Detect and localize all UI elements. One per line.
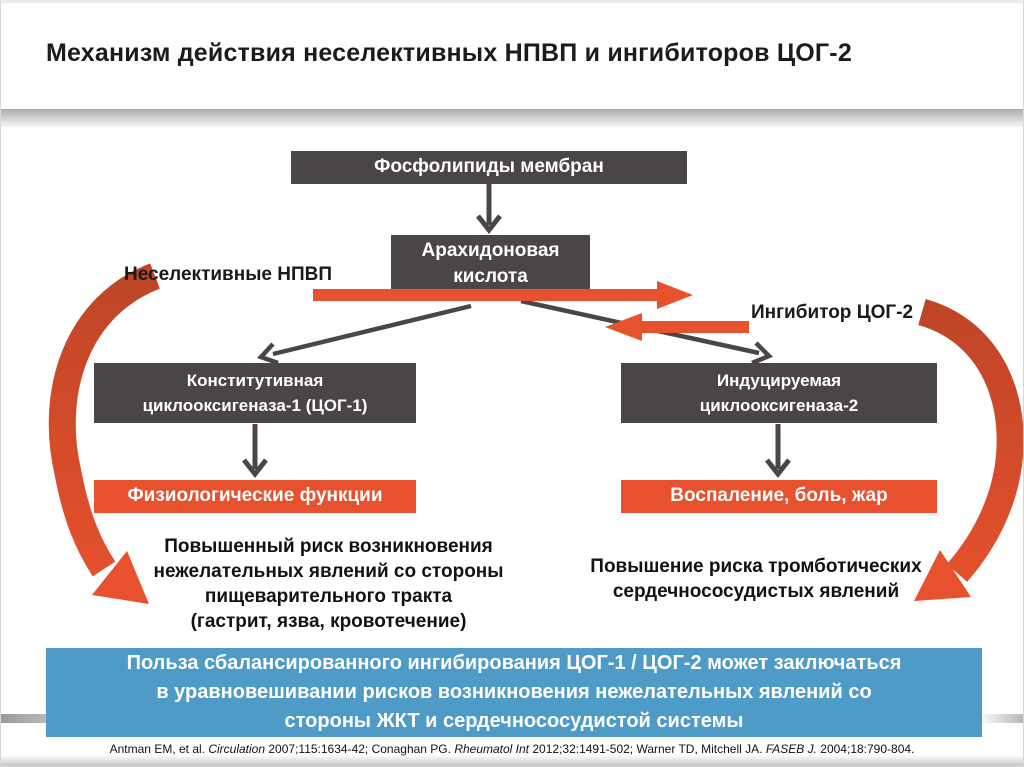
- arrow-arachidonic-to-cox1: [257, 303, 472, 366]
- physiological-functions-box-label: Физиологические функции: [127, 485, 383, 507]
- cox2-inhibition-arrow-left: [605, 313, 749, 341]
- cox2-inhibitor-label: Ингибитор ЦОГ-2: [751, 302, 914, 323]
- arrow-arachidonic-to-cox2: [520, 298, 773, 366]
- nonselective-nsaids-label: Неселективные НПВП: [124, 264, 333, 285]
- arachidonic-acid-box: Арахидоновая кислота: [391, 235, 590, 292]
- arrow-phospholipids-to-arachidonic: [476, 184, 502, 235]
- conclusion-box: Польза сбалансированного ингибирования Ц…: [46, 648, 982, 737]
- page-edge-right: [977, 714, 1023, 723]
- phospholipids-box-label: Фосфолипиды мембран: [374, 156, 604, 178]
- conclusion-box-text: Польза сбалансированного ингибирования Ц…: [126, 652, 902, 732]
- cox1-box: Конститутивная циклооксигеназа-1 (ЦОГ-1): [94, 363, 416, 423]
- cardiovascular-risk-text: Повышение риска тромботических сердечнос…: [590, 556, 922, 602]
- slide-title: Механизм действия неселективных НПВП и и…: [46, 39, 852, 67]
- gi-risk-text: Повышенный риск возникновения нежелатель…: [153, 536, 504, 632]
- phospholipids-box: Фосфолипиды мембран: [291, 151, 687, 184]
- inflammation-pain-fever-box: Воспаление, боль, жар: [621, 480, 937, 513]
- inflammation-pain-fever-box-label: Воспаление, боль, жар: [670, 485, 888, 507]
- cox1-box-label: Конститутивная циклооксигеназа-1 (ЦОГ-1): [142, 370, 368, 416]
- physiological-functions-box: Физиологические функции: [94, 480, 416, 513]
- citation-line: Antman EM, et al. Circulation 2007;115:1…: [109, 742, 915, 756]
- slide-header: Механизм действия неселективных НПВП и и…: [1, 3, 1023, 109]
- cox2-box: Индуцируемая циклооксигеназа-2: [621, 363, 937, 423]
- bottom-shadow: [1, 755, 1023, 766]
- arachidonic-acid-box-label: Арахидоновая кислота: [421, 239, 560, 287]
- cox2-box-label: Индуцируемая циклооксигеназа-2: [699, 370, 859, 416]
- arrow-cox1-to-physiology: [242, 424, 268, 479]
- header-shadow-divider: [1, 109, 1023, 129]
- arrow-cox2-to-inflammation: [765, 424, 791, 479]
